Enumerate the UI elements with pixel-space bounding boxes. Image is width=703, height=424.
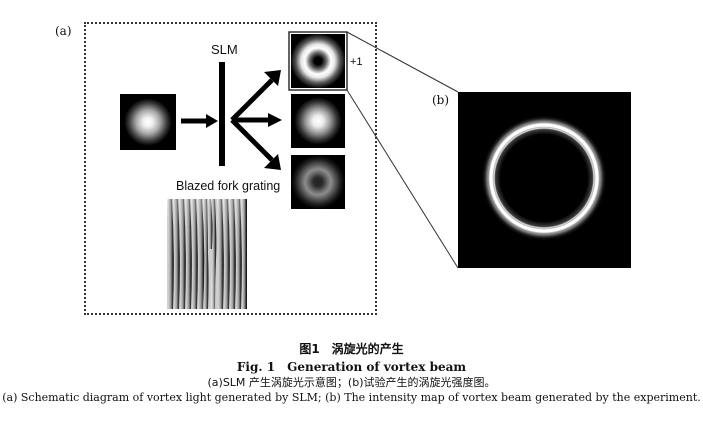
input-arrowhead: [206, 114, 218, 128]
output-arrow-down: [230, 118, 274, 162]
output-arrow-up: [230, 78, 274, 122]
output-arrowhead-up: [264, 70, 281, 86]
zoom-line-bottom: [346, 89, 459, 269]
output-arrowhead-mid: [268, 113, 282, 127]
zoom-line-top: [346, 31, 459, 93]
slm-label: SLM: [211, 42, 238, 57]
caption-cn-title: 图1 涡旋光的产生: [299, 342, 404, 356]
caption-cn-description: (a)SLM 产生涡旋光示意图；(b)试验产生的涡旋光强度图。: [207, 376, 496, 389]
schematic-frame: [84, 22, 377, 315]
diffraction-order-label: +1: [350, 56, 363, 68]
grating-label: Blazed fork grating: [176, 179, 281, 193]
vortex-beam-minus1-image: [291, 155, 345, 209]
vortex-intensity-map: [458, 92, 631, 268]
zoom-source-box: [288, 31, 348, 91]
slm-bar: [219, 62, 225, 166]
panel-a-label: (a): [55, 24, 72, 38]
zero-order-beam-image: [291, 94, 345, 148]
fork-grating-image: [167, 199, 247, 309]
panel-b-label: (b): [432, 93, 450, 107]
vortex-beam-plus1-image: [291, 34, 345, 88]
input-gaussian-beam-image: [120, 94, 176, 150]
caption-en-description: (a) Schematic diagram of vortex light ge…: [2, 391, 701, 404]
output-arrowhead-down: [264, 154, 281, 170]
caption-en-title: Fig. 1 Generation of vortex beam: [236, 360, 467, 374]
